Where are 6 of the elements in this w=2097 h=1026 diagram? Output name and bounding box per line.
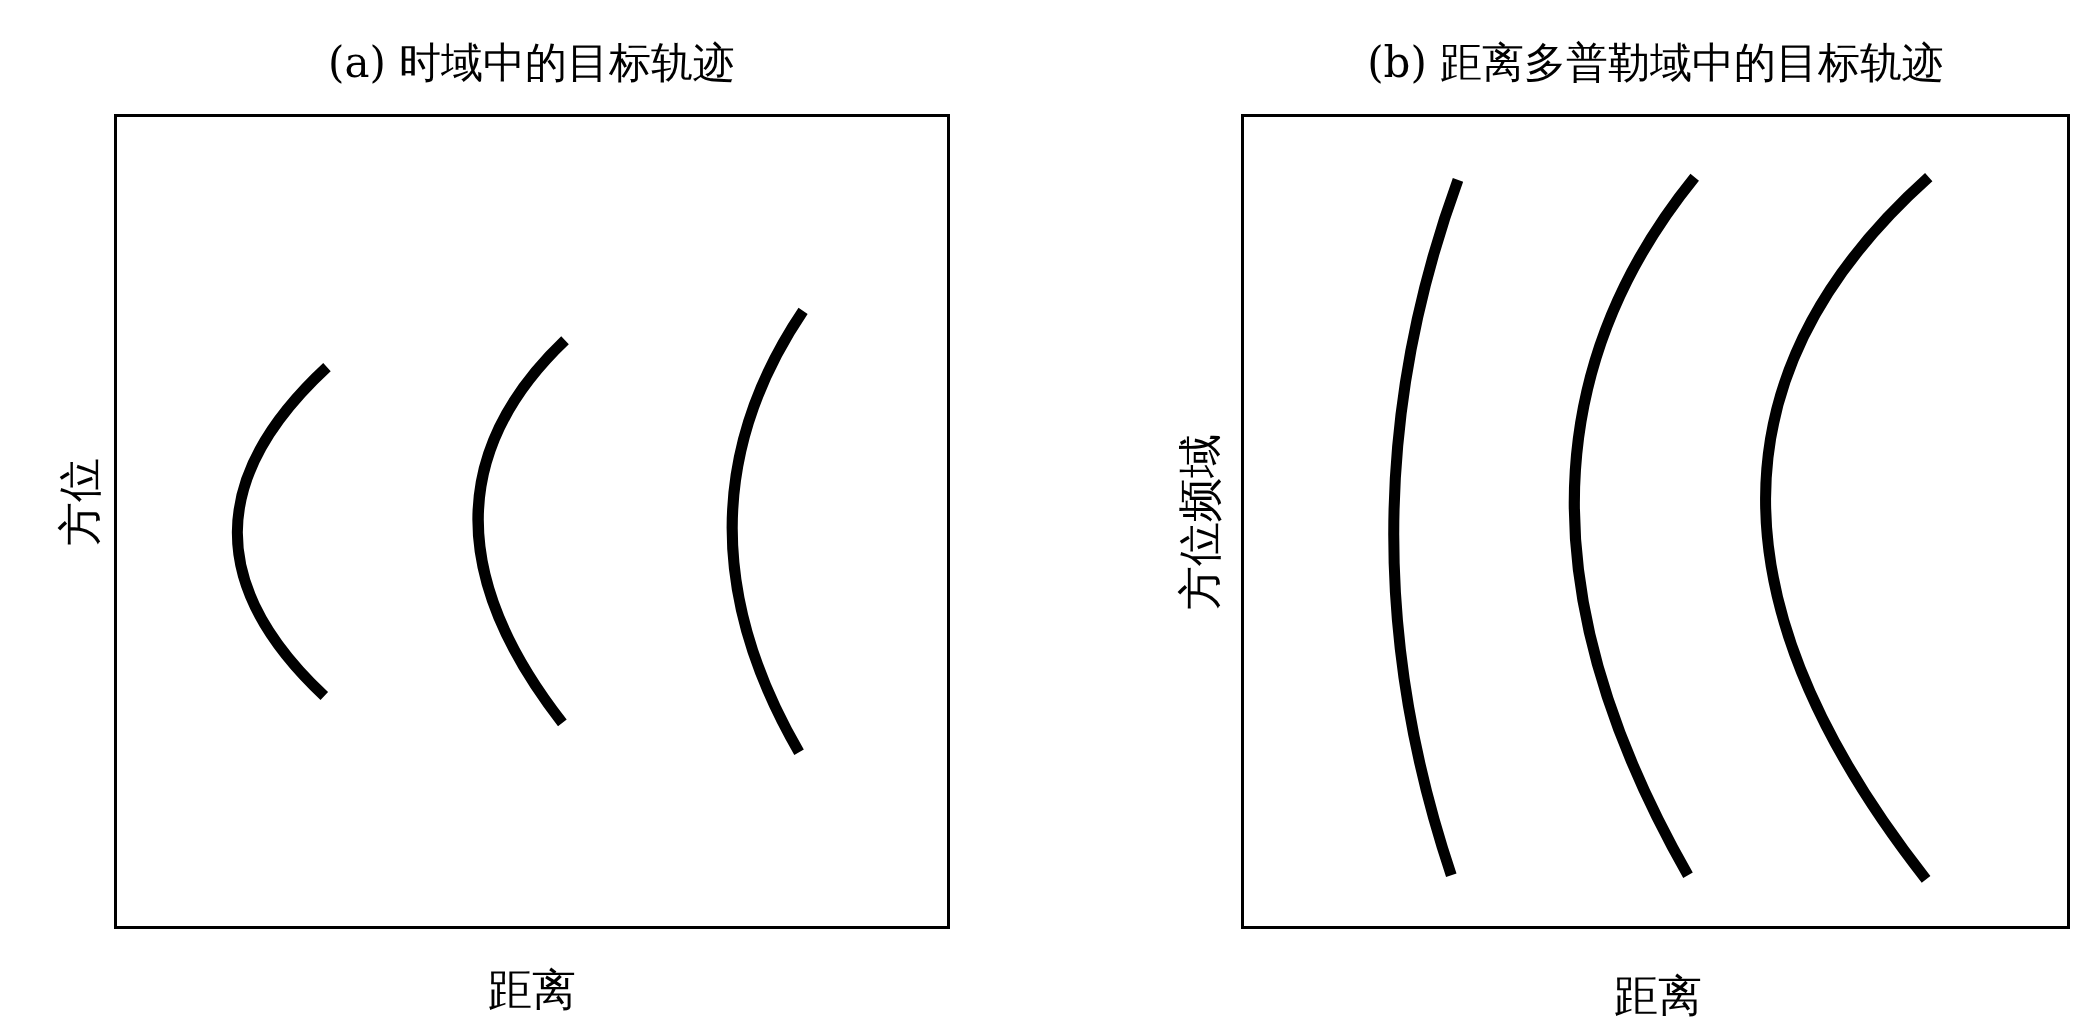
axis-label: 距离: [488, 962, 577, 1017]
panel-title: (a) 时域中的目标轨迹: [328, 36, 736, 89]
panel-title: (b) 距离多普勒域中的目标轨迹: [1367, 36, 1945, 89]
axis-label: 方位频域: [1172, 433, 1226, 610]
axis-label: 距离: [1614, 968, 1703, 1023]
axis-label: 方位: [52, 457, 106, 546]
